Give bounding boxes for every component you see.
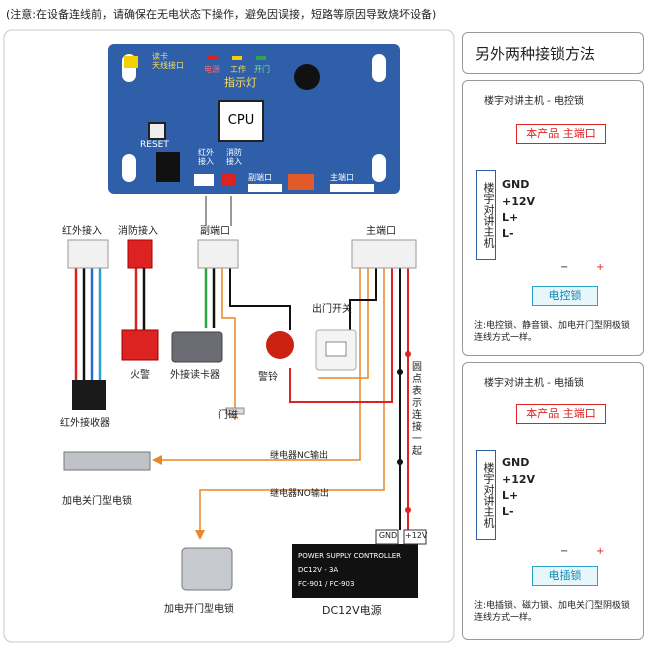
panel2-gnd: GND [502, 456, 530, 469]
main-port-connector [351, 239, 417, 269]
antenna-port [124, 56, 138, 68]
panel2-plus: + [596, 546, 605, 557]
panel1-lminus: L- [502, 227, 514, 240]
dot-note: 圆点表示连接一起 [412, 362, 422, 457]
fire-wires [134, 268, 146, 330]
led-open-label: 开门 [254, 65, 270, 74]
panel1-v12: +12V [502, 195, 536, 208]
relay-no-label: 继电器NO输出 [270, 489, 329, 499]
infrared-receiver-label: 红外接收器 [60, 418, 110, 429]
board-fire-label: 消防 接入 [226, 148, 242, 166]
board-main-port-label: 主端口 [330, 173, 354, 182]
fire-in-label: 消防接入 [118, 226, 158, 237]
infrared-receiver-device [72, 380, 106, 410]
main-port-wires [160, 268, 411, 530]
cpu-chip: CPU [218, 100, 264, 142]
panel1-product: 本产品 主端口 [516, 124, 606, 144]
lock-fail-secure-device [63, 451, 151, 471]
panel1-host: 楼宇对讲主机 [476, 170, 496, 260]
bell-device [266, 331, 294, 359]
sub-port-label: 副端口 [200, 226, 230, 237]
board-relay [288, 174, 314, 190]
panel1-note: 注:电控锁、静音锁、加电开门型阴极锁连线方式一样。 [474, 321, 631, 343]
psu-label: DC12V电源 [322, 604, 382, 617]
fire-connector [127, 239, 153, 269]
panel1-minus: − [560, 262, 569, 273]
indicator-label: 指示灯 [224, 76, 257, 89]
sub-port-wires [204, 268, 291, 420]
right-title: 另外两种接锁方法 [475, 45, 596, 63]
panel2-lplus: L+ [502, 489, 519, 502]
panel2-host: 楼宇对讲主机 [476, 450, 496, 540]
reader-antenna-label: 读卡 天线接口 [152, 52, 184, 70]
led-work [232, 56, 242, 60]
led-open [256, 56, 266, 60]
panel1-lplus: L+ [502, 211, 519, 224]
warning-note: (注意:在设备连线前，请确保在无电状态下操作，避免因误接，短路等原因导致烧坏设备… [6, 8, 437, 21]
reader-device [171, 331, 223, 363]
gnd-label: GND [378, 531, 398, 540]
controller-board: 读卡 天线接口 电源 工作 开门 指示灯 CPU RESET 红外 接入 消防 … [108, 44, 400, 194]
board-main-port [330, 184, 374, 192]
right-title-box: 另外两种接锁方法 [462, 32, 644, 74]
infrared-connector [67, 239, 109, 269]
led-work-label: 工作 [230, 65, 246, 74]
reset-label: RESET [140, 140, 169, 150]
led-power [208, 56, 218, 60]
v12-tag [403, 529, 427, 545]
board-infrared-label: 红外 接入 [198, 148, 214, 166]
panel1-heading: 楼宇对讲主机 - 电控锁 [484, 96, 584, 107]
board-sub-port [248, 184, 282, 192]
left-frame [3, 29, 455, 643]
psu-spec: DC12V - 3A [298, 566, 339, 574]
fire-alarm-label: 火警 [130, 370, 150, 381]
fire-alarm-device [121, 329, 159, 361]
board-infrared-port [194, 174, 214, 186]
panel2-v12: +12V [502, 473, 536, 486]
board-fire-port [222, 174, 236, 186]
panel2-lminus: L- [502, 505, 514, 518]
panel2-product: 本产品 主端口 [516, 404, 606, 424]
psu-title: POWER SUPPLY CONTROLLER [298, 552, 402, 560]
panel2-heading: 楼宇对讲主机 - 电插锁 [484, 378, 584, 389]
panel2-lock: 电插锁 [532, 566, 598, 586]
fail-open-lock-label: 加电开门型电锁 [164, 604, 234, 615]
psu-model: FC-901 / FC-903 [298, 580, 355, 588]
panel1-plus: + [596, 262, 605, 273]
psu-box [292, 544, 418, 598]
main-port-label: 主端口 [366, 226, 396, 237]
relay-nc-label: 继电器NC输出 [270, 451, 329, 461]
chip [156, 152, 180, 182]
door-magnet-label: 门磁 [218, 410, 238, 421]
exit-switch-label: 出门开关 [312, 304, 352, 315]
sub-port-connector [197, 239, 239, 269]
gnd-tag [375, 529, 399, 545]
board-sub-port-label: 副端口 [248, 173, 272, 182]
bell-label: 警铃 [258, 372, 278, 383]
panel2-minus: − [560, 546, 569, 557]
infrared-wires [74, 268, 102, 380]
ext-reader-label: 外接读卡器 [170, 370, 220, 381]
board-slot [372, 54, 386, 82]
buzzer [294, 64, 320, 90]
door-magnet-device [225, 407, 245, 415]
panel2-note: 注:电插锁、磁力锁、加电关门型阴极锁连线方式一样。 [474, 601, 631, 623]
panel1-gnd: GND [502, 178, 530, 191]
lock-fail-open-device [181, 547, 233, 591]
fail-secure-lock-label: 加电关门型电锁 [62, 496, 132, 507]
board-slot [122, 154, 136, 182]
infrared-in-label: 红外接入 [62, 226, 102, 237]
panel1-lock: 电控锁 [532, 286, 598, 306]
led-power-label: 电源 [204, 65, 220, 74]
reset-button[interactable] [148, 122, 166, 140]
board-slot [372, 154, 386, 182]
v12-label: +12V [405, 531, 428, 540]
